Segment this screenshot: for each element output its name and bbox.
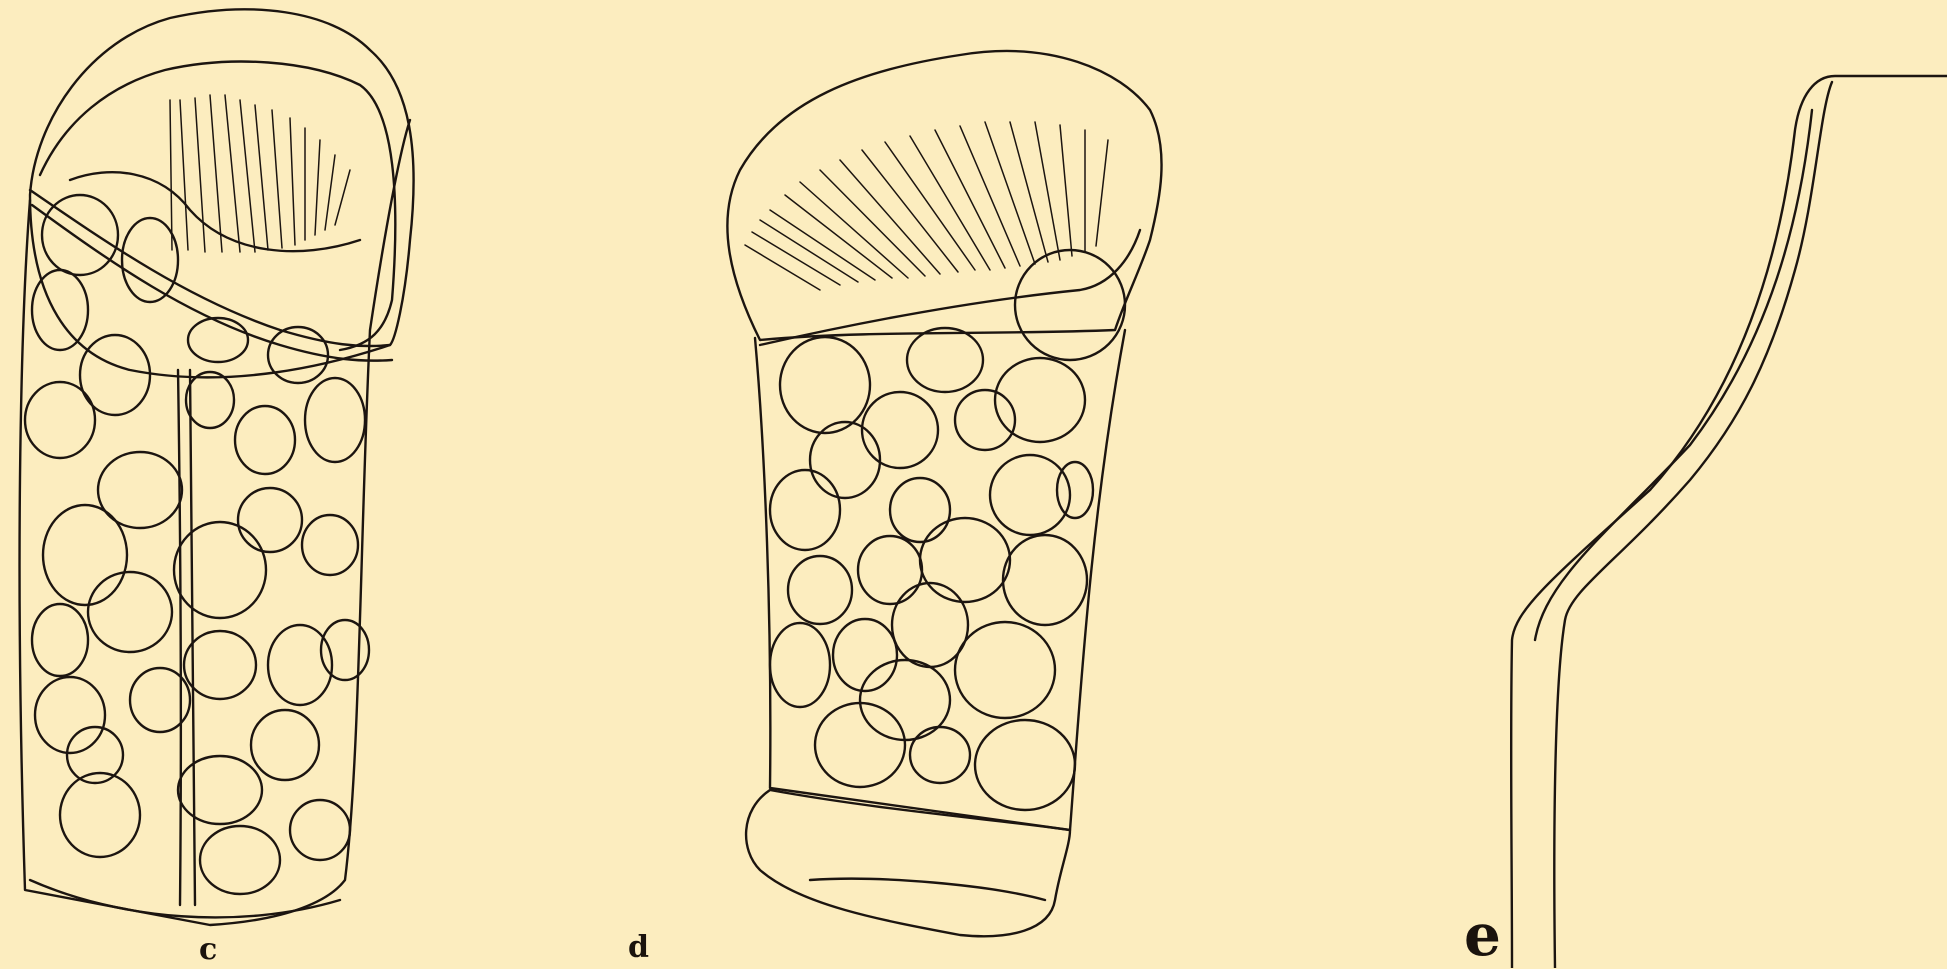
figure-c-label: c: [199, 935, 217, 965]
figure-e-label: e: [1464, 906, 1501, 964]
figure-d-base: [746, 790, 1070, 936]
figure-e: [1511, 76, 1947, 968]
figure-c-cells: [25, 195, 369, 894]
figure-c-stalk: [178, 370, 195, 905]
figure-e-inner-line: [1535, 110, 1812, 640]
figure-e-outer-line: [1511, 76, 1947, 968]
figure-c: [20, 9, 414, 925]
figure-d-base-inner: [810, 879, 1045, 900]
figure-c-cap-rim: [40, 62, 395, 350]
figure-d-body-outline: [755, 330, 1125, 830]
figure-d: [727, 51, 1161, 936]
figure-c-fibres: [170, 95, 350, 252]
figure-e-second-line: [1554, 82, 1832, 968]
figure-c-band-upper: [30, 190, 390, 346]
figure-d-cap: [727, 51, 1161, 340]
figure-d-fibres: [745, 122, 1108, 290]
figure-d-label: d: [628, 933, 649, 963]
